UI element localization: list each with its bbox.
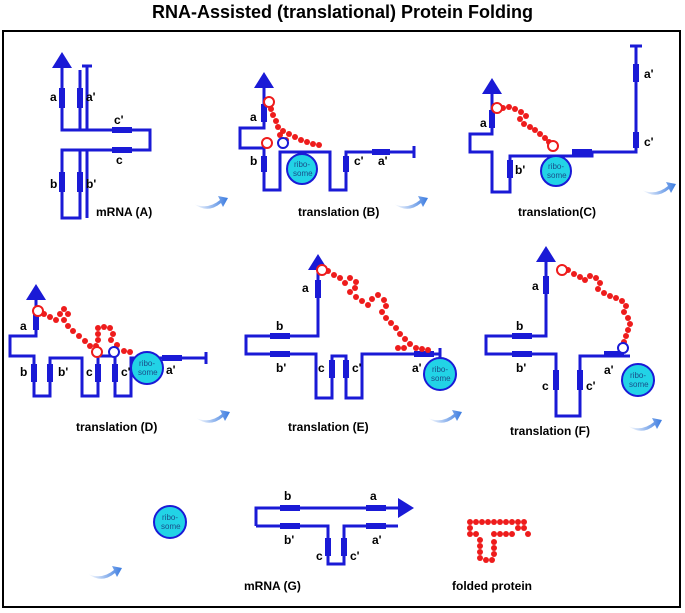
panel-c-nascent-protein (500, 104, 552, 145)
panel-d-label-a-prime: a' (166, 363, 176, 377)
panel-a-label-c: c (116, 153, 123, 167)
panel-d-caption: translation (D) (76, 420, 157, 434)
panel-g-label-a: a (370, 489, 377, 503)
panel-e-label-a: a (302, 281, 309, 295)
panel-a-label-c-prime: c' (114, 113, 124, 127)
panel-e-caption: translation (E) (288, 420, 369, 434)
panel-d-label-c-prime: c' (121, 365, 131, 379)
panel-f-next-arrow-icon (628, 418, 662, 431)
panel-e-next-arrow-icon (428, 410, 462, 423)
svg-text:ribo-: ribo- (139, 359, 155, 368)
panel-a-label-b-prime: b' (86, 177, 96, 191)
panel-a-mrna-strand (60, 66, 152, 220)
panel-d-label-c: c (86, 365, 93, 379)
panel-b-label-a: a (250, 110, 257, 124)
panel-c (468, 44, 642, 194)
panel-d-ribosome: ribo- some (130, 351, 164, 385)
panel-f-label-c-prime: c' (586, 379, 596, 393)
panel-e (244, 254, 442, 400)
panel-e-ribosome: ribo- some (423, 357, 457, 391)
svg-text:some: some (629, 380, 649, 389)
panel-b-nascent-protein (267, 100, 322, 148)
panel-c-label-c-prime: c' (644, 135, 654, 149)
panel-f-caption: translation (F) (510, 424, 590, 438)
panel-f-ribosome: ribo- some (621, 363, 655, 397)
panel-c-label-a-prime: a' (644, 67, 654, 81)
panel-g-label-c: c (316, 549, 323, 563)
panel-a-caption: mRNA (A) (96, 205, 152, 219)
folded-protein-shape (467, 519, 531, 563)
panel-f (484, 246, 630, 418)
panel-d-label-b: b (20, 365, 27, 379)
panel-d (8, 284, 208, 398)
panel-e-nascent-protein (325, 268, 431, 353)
figure-frame (2, 30, 681, 608)
panel-e-label-a-prime: a' (412, 361, 422, 375)
svg-text:some: some (293, 169, 313, 178)
svg-text:some: some (161, 522, 181, 531)
panel-g-free-ribosome: ribo- some (153, 505, 187, 539)
panel-e-label-b-prime: b' (276, 361, 286, 375)
panel-a-label-a-prime: a' (86, 90, 96, 104)
panel-f-label-b-prime: b' (516, 361, 526, 375)
panel-f-label-c: c (542, 379, 549, 393)
panel-f-nascent-protein (565, 267, 633, 345)
panel-e-label-c-prime: c' (352, 361, 362, 375)
panel-b-label-b: b (250, 154, 257, 168)
panel-g-label-b: b (284, 489, 291, 503)
panel-g-arrow-icon (88, 566, 122, 579)
panel-d-label-a: a (20, 319, 27, 333)
panel-b (238, 72, 416, 192)
panel-b-label-c-prime: c' (354, 154, 364, 168)
svg-text:ribo-: ribo- (630, 371, 646, 380)
panel-c-next-arrow-icon (642, 182, 676, 195)
panel-g-label-c-prime: c' (350, 549, 360, 563)
svg-text:ribo-: ribo- (432, 365, 448, 374)
folded-protein-label: folded protein (452, 579, 532, 593)
panel-f-label-a: a (532, 279, 539, 293)
panel-c-caption: translation(C) (518, 205, 596, 219)
figure-title: RNA-Assisted (translational) Protein Fol… (151, 2, 534, 22)
panel-a (52, 52, 152, 220)
panel-g-mrna (254, 498, 414, 566)
panel-c-label-a: a (480, 116, 487, 130)
svg-text:some: some (138, 368, 158, 377)
panel-g-caption: mRNA (G) (244, 579, 301, 593)
panel-d-next-arrow-icon (196, 410, 230, 423)
panel-b-ribosome: ribo- some (286, 153, 318, 185)
panel-a-label-a: a (50, 90, 57, 104)
panel-d-label-b-prime: b' (58, 365, 68, 379)
panel-f-label-b: b (516, 319, 523, 333)
panel-b-label-a-prime: a' (378, 154, 388, 168)
panel-b-caption: translation (B) (298, 205, 379, 219)
panel-d-nascent-protein (41, 306, 133, 355)
panel-e-label-b: b (276, 319, 283, 333)
svg-text:some: some (431, 374, 451, 383)
panel-c-label-b-prime: b' (515, 163, 525, 177)
panel-g-label-a-prime: a' (372, 533, 382, 547)
panel-g-label-b-prime: b' (284, 533, 294, 547)
panel-b-next-arrow-icon (394, 196, 428, 209)
svg-text:ribo-: ribo- (294, 160, 310, 169)
panel-a-arrowhead (52, 52, 72, 68)
svg-text:some: some (547, 171, 567, 180)
panel-a-next-arrow-icon (194, 196, 228, 209)
svg-text:ribo-: ribo- (548, 162, 564, 171)
panel-e-label-c: c (318, 361, 325, 375)
panel-a-label-b: b (50, 177, 57, 191)
panel-f-label-a-prime: a' (604, 363, 614, 377)
panel-c-ribosome: ribo- some (540, 155, 572, 187)
svg-text:ribo-: ribo- (162, 513, 178, 522)
